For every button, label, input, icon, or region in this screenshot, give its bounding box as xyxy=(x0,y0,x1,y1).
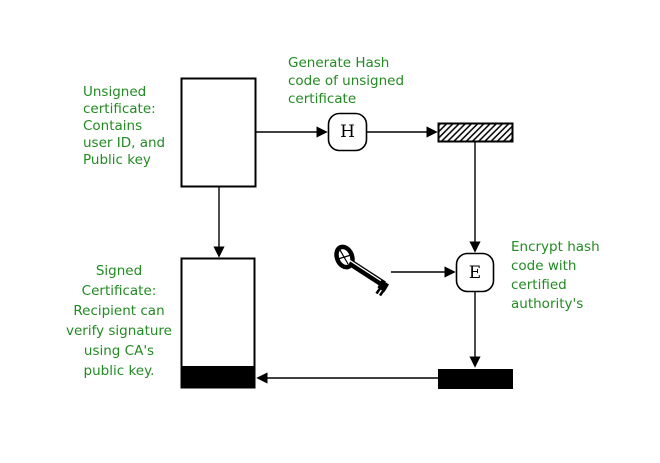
label-line: Certificate: xyxy=(81,283,157,299)
encrypt-hash-label: Encrypt hash code with certified authori… xyxy=(511,238,600,314)
hash-function-node xyxy=(327,112,368,152)
label-line: Encrypt hash xyxy=(511,239,600,255)
encrypt-function-node xyxy=(455,252,495,293)
hash-function-letter: H xyxy=(340,122,355,142)
label-line: certificate xyxy=(288,91,357,107)
label-line: code of unsigned xyxy=(288,73,405,89)
label-line: public key. xyxy=(83,363,155,379)
label-line: verify signature xyxy=(66,323,172,339)
label-line: code with xyxy=(511,258,577,274)
unsigned-certificate-box xyxy=(180,77,257,188)
signed-certificate-signature-block xyxy=(182,366,254,387)
label-line: user ID, and xyxy=(83,135,166,151)
key-icon xyxy=(334,244,389,297)
label-line: authority's xyxy=(511,296,584,312)
label-line: Unsigned xyxy=(83,84,147,100)
label-line: certified xyxy=(511,277,567,293)
label-line: Contains xyxy=(83,118,143,134)
label-line: Public key xyxy=(83,152,151,168)
label-line: Generate Hash xyxy=(288,55,390,71)
encrypt-function-letter: E xyxy=(468,262,482,283)
label-line: using CA's xyxy=(83,343,155,359)
unsigned-certificate-label: Unsigned certificate: Contains user ID, … xyxy=(83,84,165,169)
label-line: Recipient can xyxy=(73,303,165,319)
encrypted-signature-box xyxy=(438,369,513,389)
signed-certificate-label: Signed Certificate: Recipient can verify… xyxy=(57,261,181,381)
label-line: Signed xyxy=(95,263,143,279)
hash-code-box xyxy=(437,122,514,143)
label-line: certificate: xyxy=(83,101,156,117)
generate-hash-label: Generate Hash code of unsigned certifica… xyxy=(288,54,404,108)
